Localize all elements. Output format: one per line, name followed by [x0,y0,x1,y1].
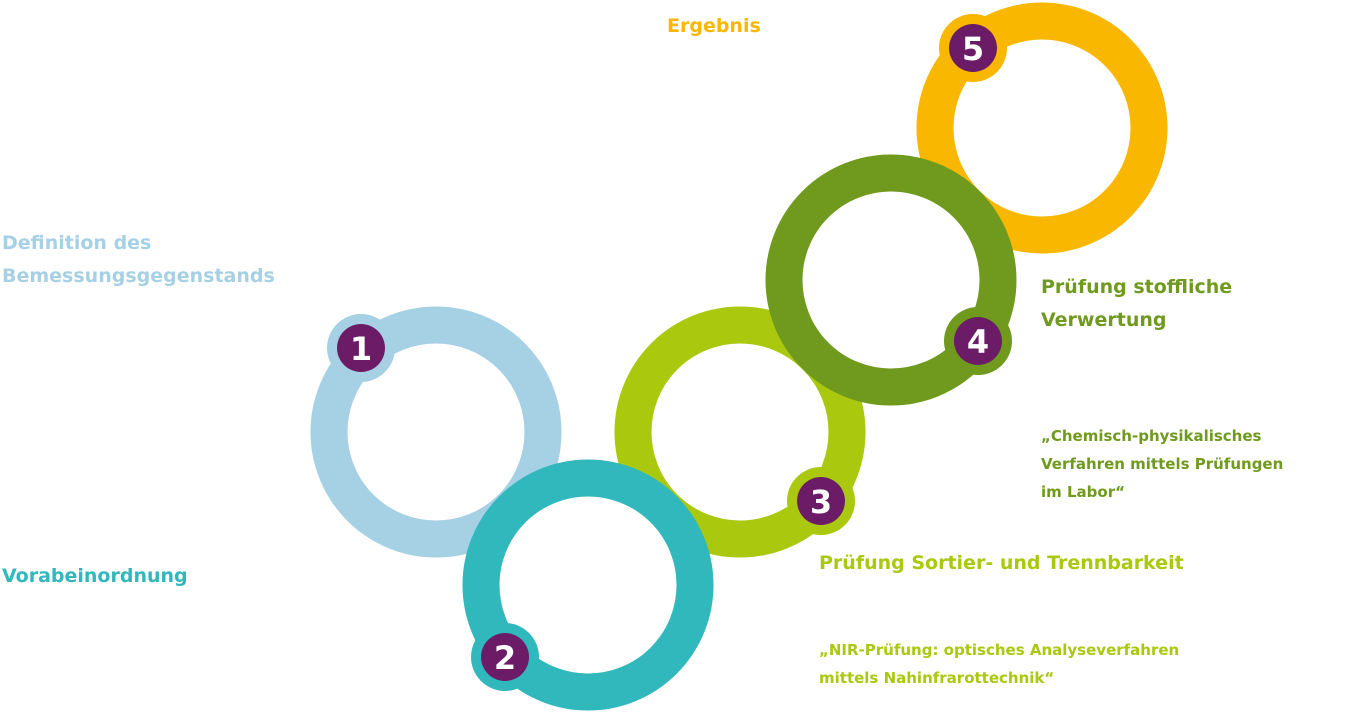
badge-disc [481,633,529,681]
step-1-ring [310,306,562,558]
step-3-badge: 3 [787,467,855,535]
step-5-ring [916,2,1168,254]
step-5-title-line: Ergebnis [667,15,761,37]
badge-disc [954,317,1002,365]
step-3-title: Prüfung Sortier- und Trennbarkeit [819,547,1184,580]
step-2-badge: 2 [471,623,539,691]
step-number: 4 [967,323,989,361]
step-number: 5 [962,30,984,68]
step-4-ring [765,154,1017,406]
step-4-description-line: im Labor“ [1041,483,1125,501]
step-4-badge: 4 [944,307,1012,375]
step-5-title: Ergebnis [667,10,761,43]
step-3-title-line: Prüfung Sortier- und Trennbarkeit [819,552,1184,574]
step-1-title-line: Bemessungsgegenstands [2,265,275,287]
step-4-title-line: Verwertung [1041,309,1167,331]
badge-disc [797,477,845,525]
step-1-badge: 1 [327,314,395,382]
step-5-badge: 5 [939,14,1007,82]
step-3-description-line: „NIR-Prüfung: optisches Analyseverfahren [819,641,1180,659]
step-number: 3 [810,483,832,521]
step-4-description-line: Verfahren mittels Prüfungen [1041,455,1284,473]
step-4-title-line: Prüfung stoffliche [1041,276,1233,298]
badge-disc [337,324,385,372]
step-3-description: „NIR-Prüfung: optisches Analyseverfahren… [819,636,1179,692]
step-2-ring [462,459,714,711]
step-2-title-line: Vorabeinordnung [2,565,188,587]
step-2-title: Vorabeinordnung [2,560,188,593]
badge-disc [949,24,997,72]
step-3-description-line: mittels Nahinfrarottechnik“ [819,669,1055,687]
step-3-ring [614,306,866,558]
step-number: 2 [494,639,516,677]
step-4-description-line: „Chemisch-physikalisches [1041,427,1262,445]
step-1-title-line: Definition des [2,232,152,254]
step-number: 1 [350,330,372,368]
